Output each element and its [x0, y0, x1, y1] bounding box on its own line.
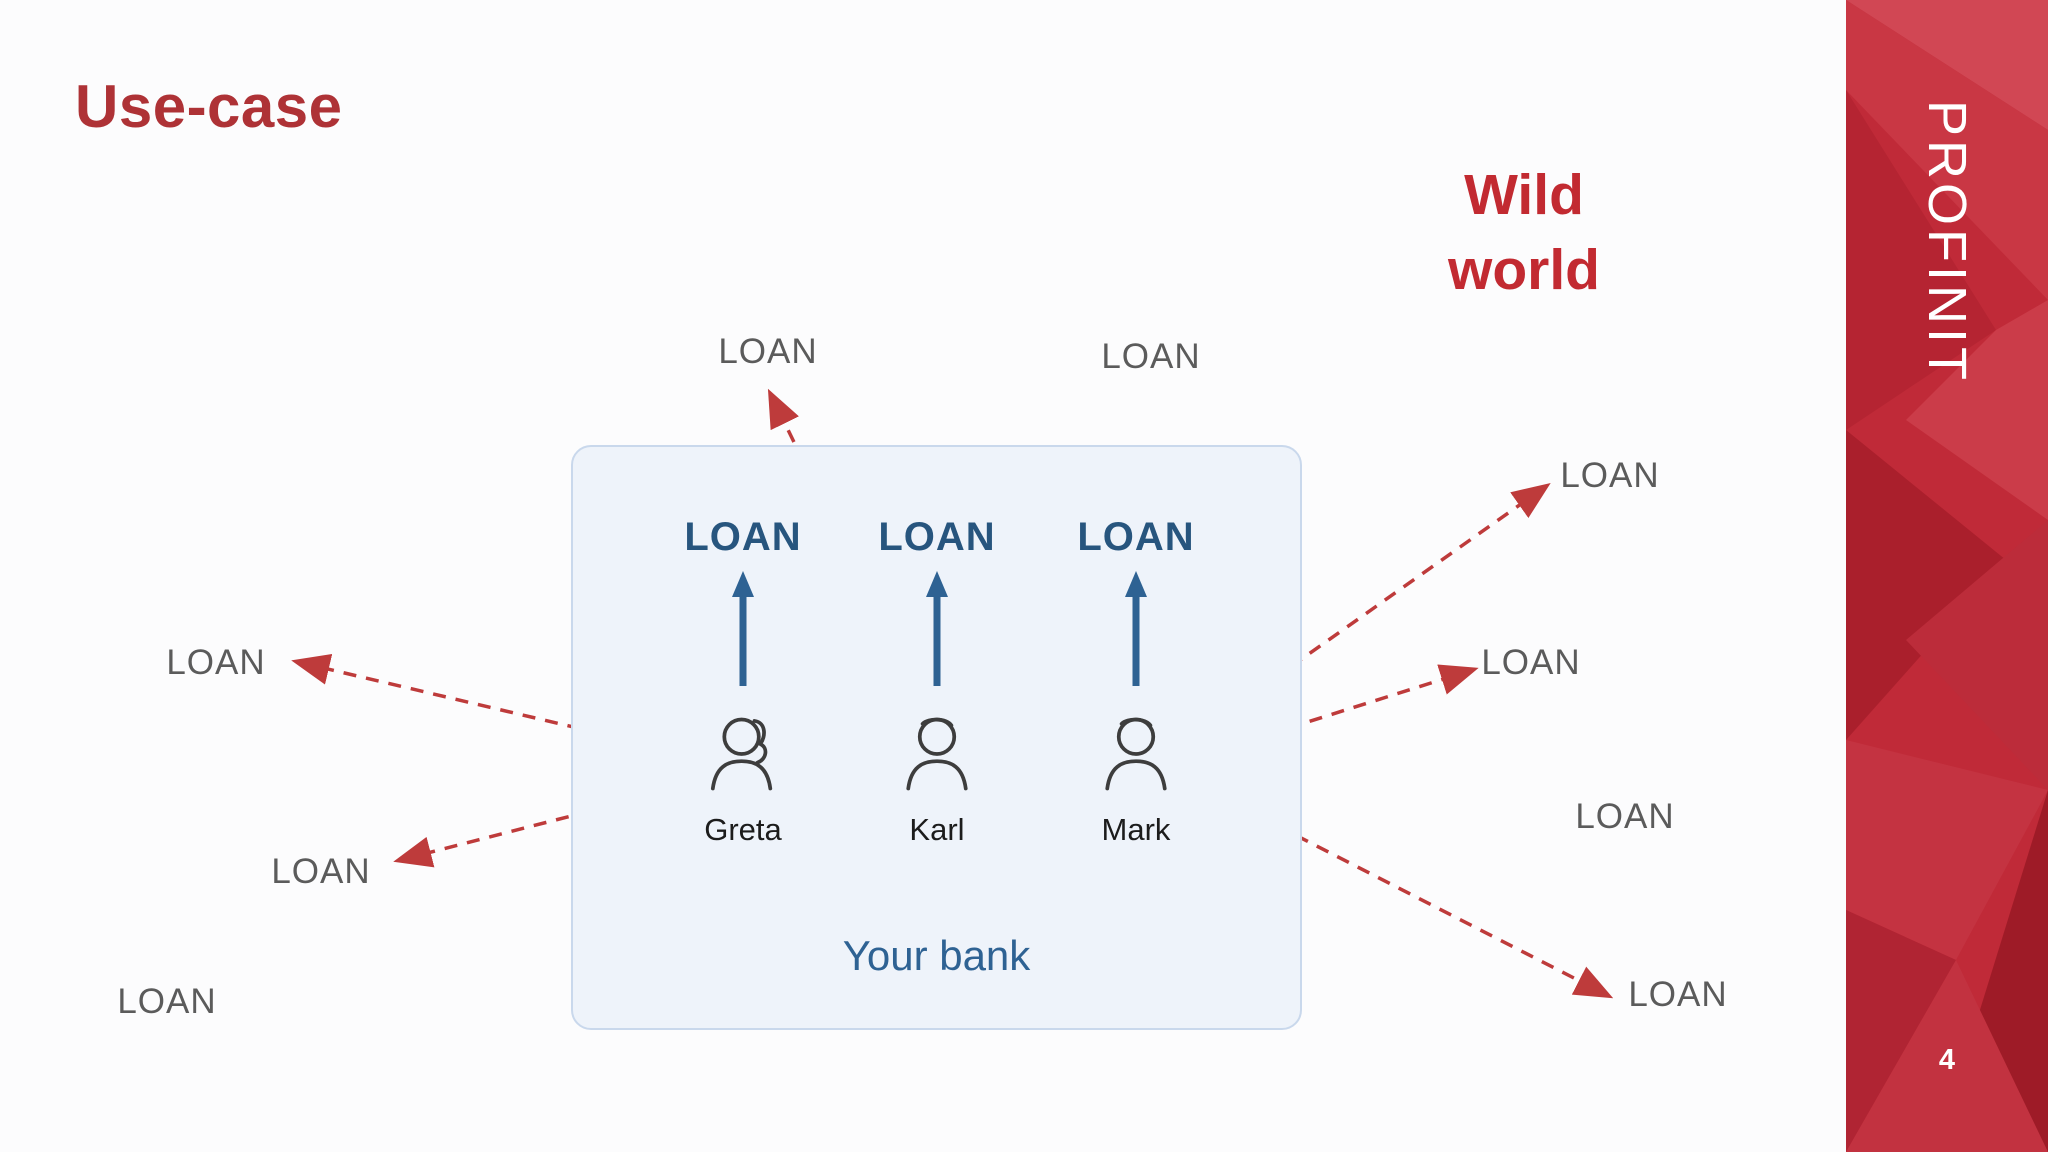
brand-sidebar-pattern: [1846, 0, 2048, 1152]
member-loan-label: LOAN: [878, 515, 996, 559]
wild-world-line2: world: [1448, 238, 1600, 302]
person-female-icon: [710, 717, 773, 791]
loan-up-arrow: [926, 571, 948, 686]
loan-label-outside-left-upper: LOAN: [166, 643, 266, 682]
person-male-icon: [906, 717, 968, 791]
loan-label-outside-right-low: LOAN: [1575, 797, 1675, 836]
loan-label-outside-bottom-left: LOAN: [117, 982, 217, 1021]
member-name: Mark: [1101, 812, 1171, 847]
loan-label-outside-top-right: LOAN: [1101, 337, 1201, 376]
wild-world-label: Wild world: [1374, 158, 1674, 308]
person-male-icon: [1105, 717, 1167, 791]
loan-label-outside-bottom-right: LOAN: [1628, 975, 1728, 1014]
bank-member-greta: LOAN Greta: [648, 513, 838, 848]
page-number: 4: [1938, 1044, 1956, 1076]
loan-label-outside-top-center: LOAN: [718, 332, 818, 371]
bank-label: Your bank: [842, 932, 1031, 979]
member-name: Karl: [909, 812, 965, 847]
member-loan-label: LOAN: [1077, 515, 1195, 559]
loan-label-outside-right-top: LOAN: [1560, 456, 1660, 495]
loan-label-outside-right-mid: LOAN: [1481, 643, 1581, 682]
member-name: Greta: [704, 812, 782, 847]
bank-member-karl: LOAN Karl: [842, 513, 1032, 848]
page-title: Use-case: [75, 73, 343, 140]
bank-box: LOAN Greta LOAN Karl: [571, 445, 1302, 1030]
loan-up-arrow: [1125, 571, 1147, 686]
bank-member-mark: LOAN Mark: [1041, 513, 1231, 848]
brand-sidebar: PROFINIT 4: [1846, 0, 2048, 1152]
loan-label-outside-left-lower: LOAN: [271, 852, 371, 891]
member-loan-label: LOAN: [684, 515, 802, 559]
loan-up-arrow: [732, 571, 754, 686]
wild-world-line1: Wild: [1464, 163, 1584, 227]
brand-logo-text: PROFINIT: [1917, 100, 1977, 384]
